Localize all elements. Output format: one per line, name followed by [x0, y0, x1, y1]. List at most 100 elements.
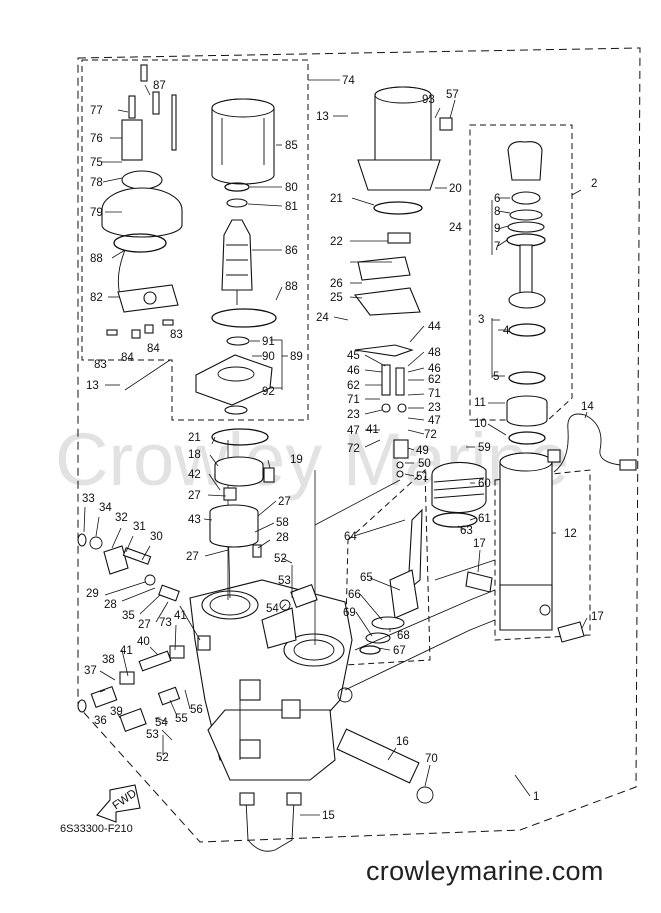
callout-62b: 62 [428, 374, 441, 386]
assembly-boundary-12 [494, 469, 591, 641]
callout-21a: 21 [330, 193, 343, 205]
callout-58: 58 [276, 517, 289, 529]
callout-27b: 27 [278, 496, 291, 508]
callout-28b: 28 [104, 599, 117, 611]
callout-74: 74 [342, 75, 355, 87]
pump-assembly [336, 461, 487, 784]
callout-38: 38 [102, 654, 115, 666]
callout-53b: 53 [146, 729, 159, 741]
callout-78: 78 [90, 177, 103, 189]
callout-36: 36 [94, 715, 107, 727]
callout-90: 90 [262, 351, 275, 363]
callout-46a: 46 [347, 365, 360, 377]
callout-45: 45 [347, 350, 360, 362]
callout-51: 51 [416, 471, 429, 483]
callout-4: 4 [503, 325, 510, 337]
callout-labels: 1 2 3 4 5 6 7 8 9 10 11 12 13 13 14 15 1… [82, 75, 604, 822]
callout-85: 85 [285, 140, 298, 152]
callout-7: 7 [494, 241, 500, 253]
assembly-boundary-74 [81, 59, 309, 421]
callout-55: 55 [175, 713, 188, 725]
callout-47a: 47 [428, 415, 441, 427]
callout-86: 86 [285, 245, 298, 257]
leader-lines [83, 84, 588, 816]
callout-62a: 62 [347, 380, 360, 392]
callout-83b: 83 [170, 329, 183, 341]
fwd-arrow [96, 784, 141, 823]
motor-assembly [101, 64, 277, 415]
callout-21b: 21 [188, 432, 201, 444]
callout-27a: 27 [188, 490, 201, 502]
callout-64: 64 [344, 531, 357, 543]
callout-89: 89 [290, 351, 303, 363]
callout-61: 61 [478, 513, 491, 525]
callout-52b: 52 [156, 752, 169, 764]
callout-72b: 72 [347, 443, 360, 455]
callout-71a: 71 [347, 394, 360, 406]
callout-9: 9 [494, 223, 500, 235]
callout-65: 65 [360, 572, 373, 584]
watermark: Crowley Marine [55, 418, 569, 501]
callout-24a: 24 [449, 222, 462, 234]
callout-19: 19 [290, 454, 303, 466]
tilt-cylinder-assembly [465, 141, 637, 643]
callout-54b: 54 [155, 717, 168, 729]
callout-87: 87 [153, 80, 166, 92]
assembly-boundary-2 [469, 124, 573, 421]
callout-1: 1 [533, 791, 539, 803]
callout-41b: 41 [174, 610, 187, 622]
callout-27c: 27 [186, 551, 199, 563]
callout-84a: 84 [121, 352, 134, 364]
callout-48: 48 [428, 347, 441, 359]
callout-84b: 84 [147, 343, 160, 355]
callout-91: 91 [262, 336, 275, 348]
callout-25: 25 [330, 292, 343, 304]
callout-31: 31 [133, 521, 146, 533]
callout-40: 40 [137, 636, 150, 648]
callout-75: 75 [90, 157, 103, 169]
callout-76: 76 [90, 133, 103, 145]
callout-57: 57 [446, 89, 459, 101]
callout-10: 10 [474, 418, 487, 430]
callout-8: 8 [494, 206, 500, 218]
manifold-body [189, 440, 401, 781]
callout-26: 26 [330, 278, 343, 290]
callout-3: 3 [478, 314, 484, 326]
callout-60: 60 [478, 478, 491, 490]
callout-83a: 83 [94, 359, 107, 371]
callout-42: 42 [188, 469, 201, 481]
callout-52a: 52 [274, 553, 287, 565]
callout-41c: 41 [366, 424, 379, 436]
callout-46b: 46 [428, 363, 441, 375]
callout-17a: 17 [473, 538, 486, 550]
callout-15: 15 [322, 810, 335, 822]
callout-92: 92 [262, 386, 275, 398]
callout-59: 59 [478, 442, 491, 454]
callout-67: 67 [393, 645, 406, 657]
reservoir-assembly [353, 86, 453, 478]
callout-73: 73 [159, 617, 172, 629]
callout-50: 50 [418, 458, 431, 470]
callout-81: 81 [285, 201, 298, 213]
callout-39: 39 [110, 706, 123, 718]
callout-80: 80 [285, 182, 298, 194]
callout-63: 63 [460, 525, 473, 537]
callout-16: 16 [396, 736, 409, 748]
callout-11: 11 [474, 397, 486, 409]
callout-14: 14 [581, 401, 594, 413]
callout-13b: 13 [86, 380, 99, 392]
callout-34: 34 [99, 502, 112, 514]
callout-43: 43 [188, 514, 201, 526]
site-url[interactable]: crowleymarine.com [366, 856, 604, 886]
callout-22: 22 [330, 236, 343, 248]
callout-6: 6 [494, 193, 500, 205]
callout-27d: 27 [138, 619, 151, 631]
callout-49: 49 [416, 445, 429, 457]
callout-24b: 24 [316, 312, 329, 324]
callout-70: 70 [425, 753, 438, 765]
callout-13a: 13 [316, 111, 329, 123]
callout-18: 18 [188, 449, 201, 461]
callout-32: 32 [115, 512, 128, 524]
